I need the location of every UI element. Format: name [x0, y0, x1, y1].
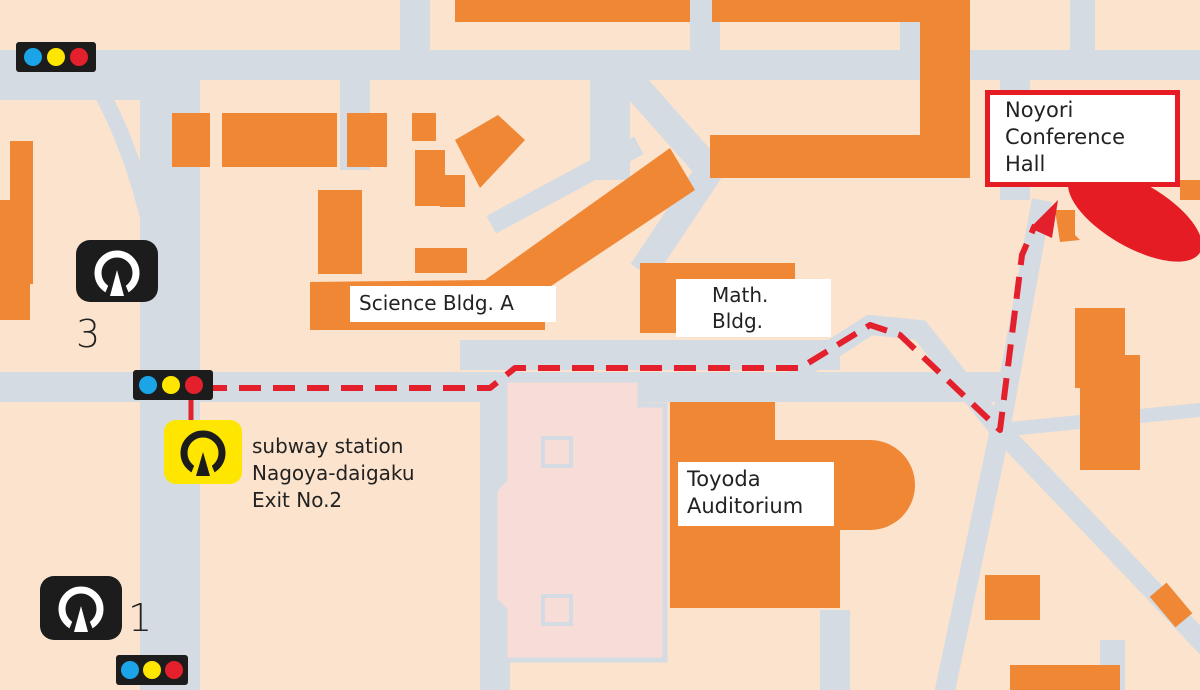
traffic-light-icon	[133, 370, 213, 400]
subway-exit-icon	[40, 576, 122, 640]
label-line: Exit No.2	[252, 488, 343, 512]
label-line: Math.	[712, 283, 769, 307]
subway-exit-icon	[76, 240, 158, 302]
label-line: Auditorium	[687, 494, 804, 518]
subway-exit-icon-active	[164, 420, 242, 484]
math-bldg-label: Math. Bldg.	[676, 279, 831, 337]
noyori-hall-building	[1068, 168, 1200, 262]
toyoda-auditorium-building	[492, 377, 668, 663]
subway-station-label: subway station Nagoya-daigaku Exit No.2	[252, 433, 415, 514]
label-line: Hall	[1005, 152, 1046, 176]
science-bldg-a-label: Science Bldg. A	[350, 286, 556, 322]
toyoda-auditorium-label: Toyoda Auditorium	[678, 462, 834, 526]
traffic-light-icon	[116, 655, 188, 685]
label-line: Toyoda	[687, 467, 761, 491]
exit-3-number: 3	[76, 312, 101, 356]
noyori-conference-hall-label: Noyori Conference Hall	[985, 90, 1180, 187]
label-line: Bldg.	[712, 309, 764, 333]
exit-1-number: 1	[128, 596, 153, 640]
label-line: Noyori	[1005, 98, 1074, 122]
label-line: Conference	[1005, 125, 1126, 149]
label-line: subway station	[252, 434, 404, 458]
traffic-light-icon	[16, 42, 96, 72]
arrow-head-icon	[1030, 200, 1058, 238]
label-text: Science Bldg. A	[359, 291, 514, 315]
label-line: Nagoya-daigaku	[252, 461, 415, 485]
